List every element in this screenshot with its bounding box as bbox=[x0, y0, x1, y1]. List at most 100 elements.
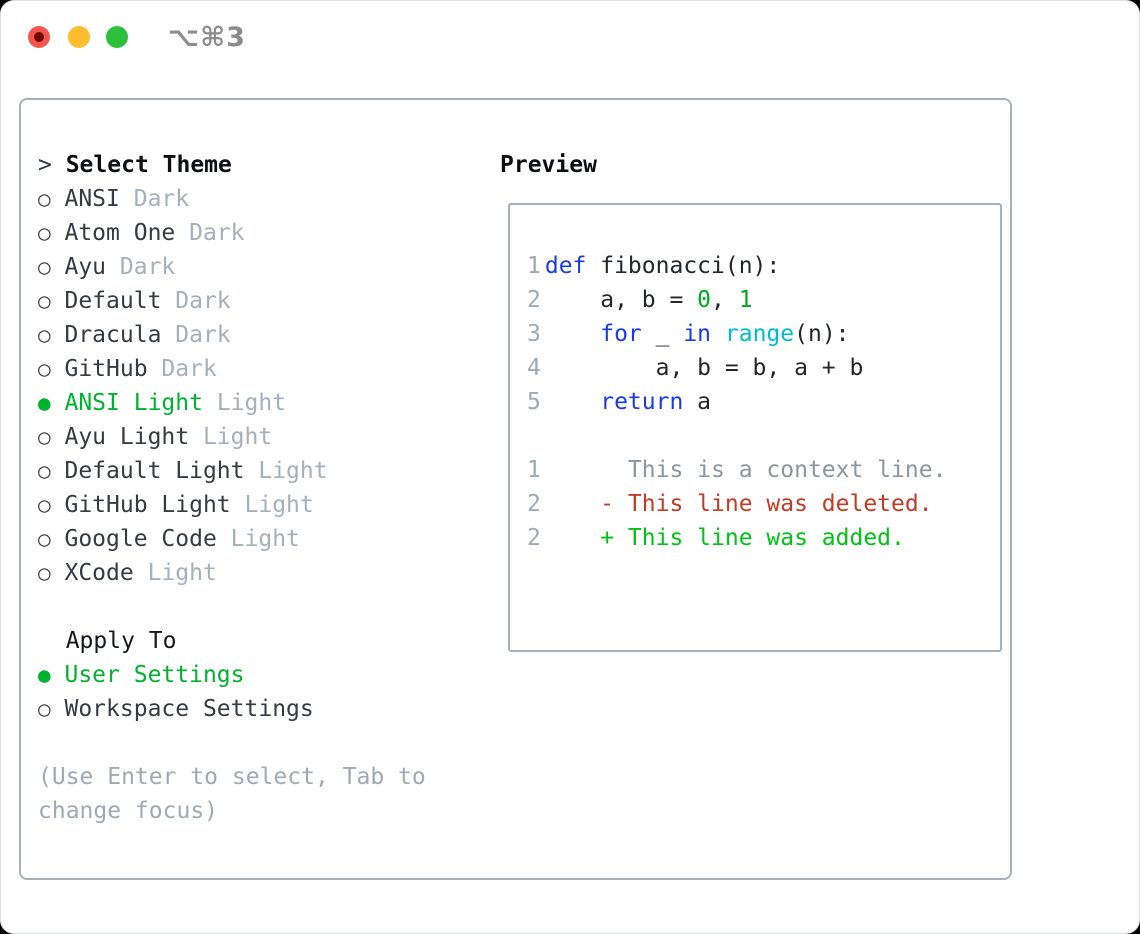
theme-option-ansi[interactable]: ○ ANSI Dark bbox=[38, 182, 426, 216]
code-line-2: 2 a, b = 0, 1 bbox=[527, 283, 1000, 317]
theme-option-ayu-light[interactable]: ○ Ayu Light Light bbox=[38, 420, 426, 454]
line-content: def fibonacci(n): bbox=[544, 253, 781, 279]
radio-icon: ○ bbox=[38, 255, 51, 279]
line-content: for _ in range(n): bbox=[600, 321, 850, 347]
theme-variant-tag: Dark bbox=[175, 288, 231, 314]
code-line-4: 4 a, b = b, a + b bbox=[527, 351, 1000, 385]
spacer bbox=[38, 726, 426, 760]
code-line-3: 3 for _ in range(n): bbox=[527, 317, 1000, 351]
line-number: 1 bbox=[527, 253, 541, 279]
theme-option-xcode[interactable]: ○ XCode Light bbox=[38, 556, 426, 590]
theme-option-ayu[interactable]: ○ Ayu Dark bbox=[38, 250, 426, 284]
theme-name: Default Light bbox=[64, 458, 245, 484]
apply-option-workspace-settings[interactable]: ○ Workspace Settings bbox=[38, 692, 426, 726]
radio-icon: ● bbox=[38, 391, 51, 415]
window-title: ⌥⌘3 bbox=[168, 22, 246, 53]
theme-name: ANSI bbox=[64, 186, 120, 212]
radio-icon: ○ bbox=[38, 187, 51, 211]
line-content: - This line was deleted. bbox=[544, 491, 933, 517]
line-content: a, b = 0, 1 bbox=[544, 287, 753, 313]
theme-variant-tag: Light bbox=[244, 492, 314, 518]
radio-icon: ○ bbox=[38, 221, 51, 245]
theme-option-dracula[interactable]: ○ Dracula Dark bbox=[38, 318, 426, 352]
theme-option-default-light[interactable]: ○ Default Light Light bbox=[38, 454, 426, 488]
line-number: 2 bbox=[527, 287, 541, 313]
diff-sample: 1 This is a context line.2 - This line w… bbox=[527, 453, 1000, 555]
line-number: 5 bbox=[527, 389, 541, 415]
theme-name: Ayu bbox=[64, 254, 107, 280]
line-content: return a bbox=[600, 389, 712, 415]
theme-option-github[interactable]: ○ GitHub Dark bbox=[38, 352, 426, 386]
theme-name: ANSI Light bbox=[64, 390, 203, 416]
radio-icon: ○ bbox=[38, 425, 51, 449]
diff-line-added: 2 + This line was added. bbox=[527, 521, 1000, 555]
radio-icon: ○ bbox=[38, 459, 51, 483]
spacer bbox=[38, 590, 426, 624]
record-dot-icon bbox=[34, 32, 44, 42]
radio-icon: ○ bbox=[38, 561, 51, 585]
theme-name: Dracula bbox=[64, 322, 162, 348]
minimize-button[interactable] bbox=[68, 26, 90, 48]
radio-icon: ○ bbox=[38, 493, 51, 517]
radio-icon: ○ bbox=[38, 323, 51, 347]
spacer bbox=[527, 419, 1000, 453]
theme-variant-tag: Light bbox=[147, 560, 217, 586]
help-text-line2: change focus) bbox=[38, 798, 219, 824]
zoom-button[interactable] bbox=[106, 26, 128, 48]
preview-title: Preview bbox=[500, 152, 597, 178]
theme-variant-tag: Dark bbox=[175, 322, 231, 348]
theme-variant-tag: Light bbox=[202, 424, 273, 450]
apply-option-user-settings[interactable]: ● User Settings bbox=[38, 658, 426, 692]
apply-to-header: Apply To bbox=[38, 624, 426, 658]
theme-variant-tag: Dark bbox=[133, 186, 190, 212]
theme-name: GitHub Light bbox=[64, 492, 231, 518]
theme-option-ansi-light[interactable]: ● ANSI Light Light bbox=[38, 386, 426, 420]
radio-icon: ○ bbox=[38, 527, 51, 551]
theme-variant-tag: Dark bbox=[119, 254, 176, 280]
radio-icon: ○ bbox=[38, 357, 51, 381]
apply-name: Workspace Settings bbox=[64, 696, 314, 722]
code-line-5: 5 return a bbox=[527, 385, 1000, 419]
line-number: 3 bbox=[527, 321, 541, 347]
theme-name: GitHub bbox=[64, 356, 148, 382]
line-number: 2 bbox=[527, 491, 541, 517]
theme-name: Default bbox=[64, 288, 162, 314]
radio-icon: ○ bbox=[38, 697, 51, 721]
line-number: 4 bbox=[527, 355, 541, 381]
theme-name: XCode bbox=[64, 560, 134, 586]
focus-caret-icon: > bbox=[38, 152, 52, 178]
theme-name: Atom One bbox=[64, 220, 176, 246]
apply-to-title: Apply To bbox=[65, 628, 177, 654]
line-content: + This line was added. bbox=[544, 525, 905, 551]
select-theme-header: > Select Theme bbox=[38, 148, 426, 182]
select-theme-title: Select Theme bbox=[65, 152, 232, 178]
line-number: 2 bbox=[527, 525, 541, 551]
apply-to-list: ● User Settings ○ Workspace Settings bbox=[38, 658, 426, 726]
theme-variant-tag: Light bbox=[230, 526, 300, 552]
theme-variant-tag: Dark bbox=[189, 220, 245, 246]
theme-name: Ayu Light bbox=[64, 424, 190, 450]
apply-name: User Settings bbox=[64, 662, 245, 688]
theme-variant-tag: Light bbox=[258, 458, 328, 484]
close-button[interactable] bbox=[28, 26, 50, 48]
diff-line-deleted: 2 - This line was deleted. bbox=[527, 487, 1000, 521]
theme-option-google-code[interactable]: ○ Google Code Light bbox=[38, 522, 426, 556]
help-text-line1: (Use Enter to select, Tab to bbox=[38, 764, 426, 790]
theme-option-github-light[interactable]: ○ GitHub Light Light bbox=[38, 488, 426, 522]
diff-line-context: 1 This is a context line. bbox=[527, 453, 1000, 487]
theme-option-atom-one[interactable]: ○ Atom One Dark bbox=[38, 216, 426, 250]
theme-variant-tag: Dark bbox=[161, 356, 217, 382]
radio-icon: ● bbox=[38, 663, 51, 687]
theme-name: Google Code bbox=[64, 526, 217, 552]
theme-variant-tag: Light bbox=[216, 390, 287, 416]
line-number: 1 bbox=[527, 457, 541, 483]
line-content: a, b = b, a + b bbox=[544, 355, 864, 381]
